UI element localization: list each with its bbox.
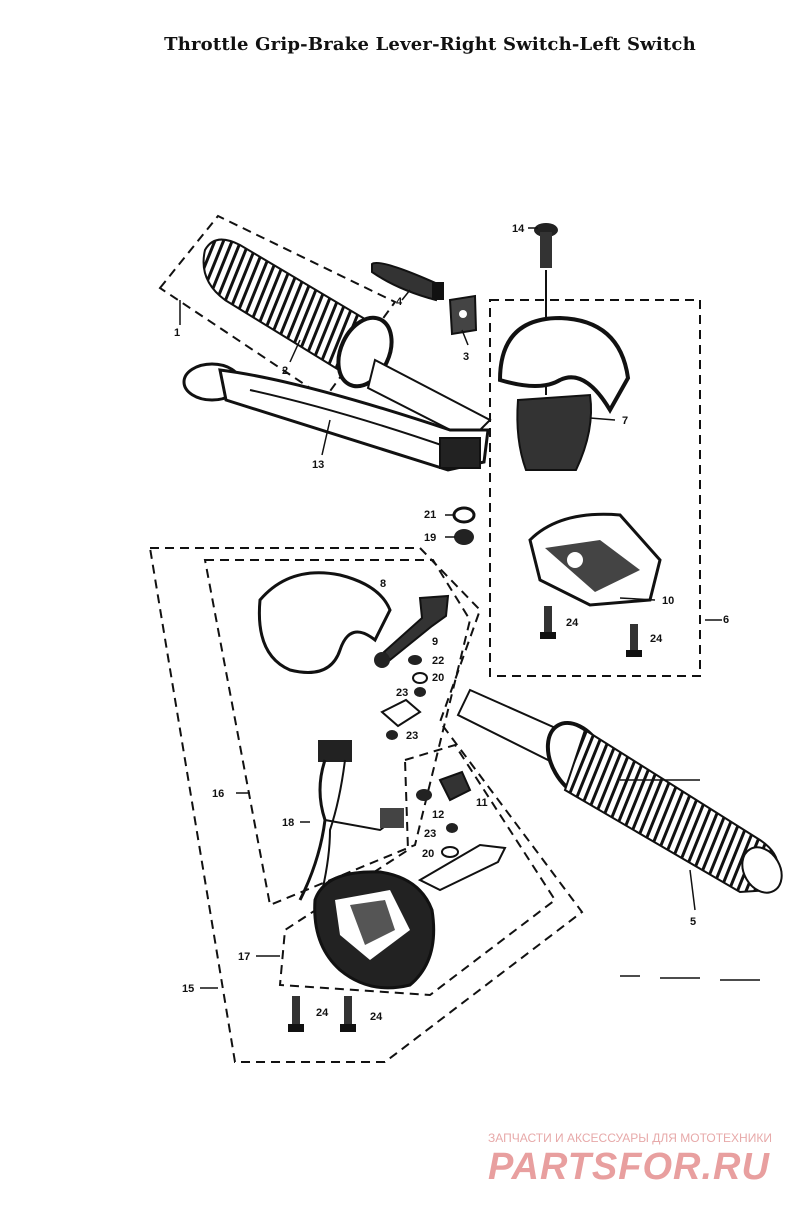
throttle-grip	[202, 238, 492, 442]
switch-plate	[380, 698, 422, 728]
callout-22: 22	[432, 655, 444, 667]
group-box-6	[489, 299, 701, 677]
callout-6: 6	[723, 614, 729, 626]
switch-part-23b	[386, 730, 398, 740]
callout-24a: 24	[566, 617, 579, 629]
callout-leaders	[179, 227, 722, 989]
callout-16: 16	[212, 788, 224, 800]
throttle-cable-fitting	[371, 261, 444, 302]
callout-2: 2	[282, 365, 288, 377]
callouts: 1 2 3 4 5 6 7 8 9 10 11 12 13 14 15 16 1…	[174, 223, 729, 1023]
callout-11: 11	[476, 797, 488, 809]
callout-7: 7	[622, 415, 628, 427]
callout-4: 4	[396, 296, 403, 308]
cable-clamp	[448, 294, 478, 336]
callout-24c: 24	[316, 1007, 329, 1019]
right-switch-upper-housing	[497, 315, 631, 471]
right-switch-lower-housing	[528, 512, 662, 607]
callout-8: 8	[380, 578, 386, 590]
switch-part-11	[438, 770, 472, 802]
callout-14: 14	[512, 223, 525, 235]
washer-21	[452, 506, 476, 524]
nut-19	[454, 529, 474, 545]
callout-10: 10	[662, 595, 674, 607]
group-box-17	[278, 743, 557, 997]
group-box-15	[148, 547, 584, 1063]
callout-9: 9	[432, 636, 438, 648]
callout-24b: 24	[650, 633, 663, 645]
callout-20a: 20	[432, 672, 444, 684]
switch-part-22	[408, 655, 422, 665]
bolt-14	[534, 223, 558, 268]
screw-24-b	[626, 624, 642, 657]
group-outlines	[148, 214, 701, 1063]
screw-24-c	[288, 996, 304, 1032]
callout-5: 5	[690, 916, 696, 928]
switch-part-23c	[446, 823, 458, 833]
screw-24-d	[340, 996, 356, 1032]
switch-part-20b	[441, 846, 459, 858]
scan-marks	[620, 975, 760, 981]
left-switch-lower-housing	[313, 870, 436, 990]
callout-23b: 23	[406, 730, 418, 742]
callout-1: 1	[174, 327, 180, 339]
group-box-1	[158, 214, 397, 400]
brake-lever	[182, 362, 490, 472]
callout-23a: 23	[396, 687, 408, 699]
callout-18: 18	[282, 817, 294, 829]
switch-part-23	[414, 687, 426, 697]
left-handlebar-grip	[456, 688, 783, 894]
callout-24d: 24	[370, 1011, 383, 1023]
callout-23c: 23	[424, 828, 436, 840]
screw-24-a	[540, 606, 556, 639]
callout-3: 3	[463, 351, 469, 363]
watermark-brand: PARTSFOR.RU	[488, 1146, 770, 1188]
callout-15: 15	[182, 983, 194, 995]
callout-12: 12	[432, 809, 444, 821]
watermark-tagline: ЗАПЧАСТИ И АКСЕССУАРЫ ДЛЯ МОТОТЕХНИКИ	[488, 1131, 772, 1145]
left-switch-upper-housing	[257, 571, 392, 674]
wire-harness	[298, 740, 404, 901]
switch-part-12	[416, 789, 432, 801]
switch-bracket	[417, 843, 507, 892]
callout-20b: 20	[422, 848, 434, 860]
callout-17: 17	[238, 951, 250, 963]
diagram-title: Throttle Grip-Brake Lever-Right Switch-L…	[164, 34, 696, 55]
switch-lever-9	[374, 594, 450, 668]
switch-part-20	[412, 672, 428, 684]
callout-21: 21	[424, 509, 436, 521]
callout-19: 19	[424, 532, 436, 544]
callout-13: 13	[312, 459, 324, 471]
